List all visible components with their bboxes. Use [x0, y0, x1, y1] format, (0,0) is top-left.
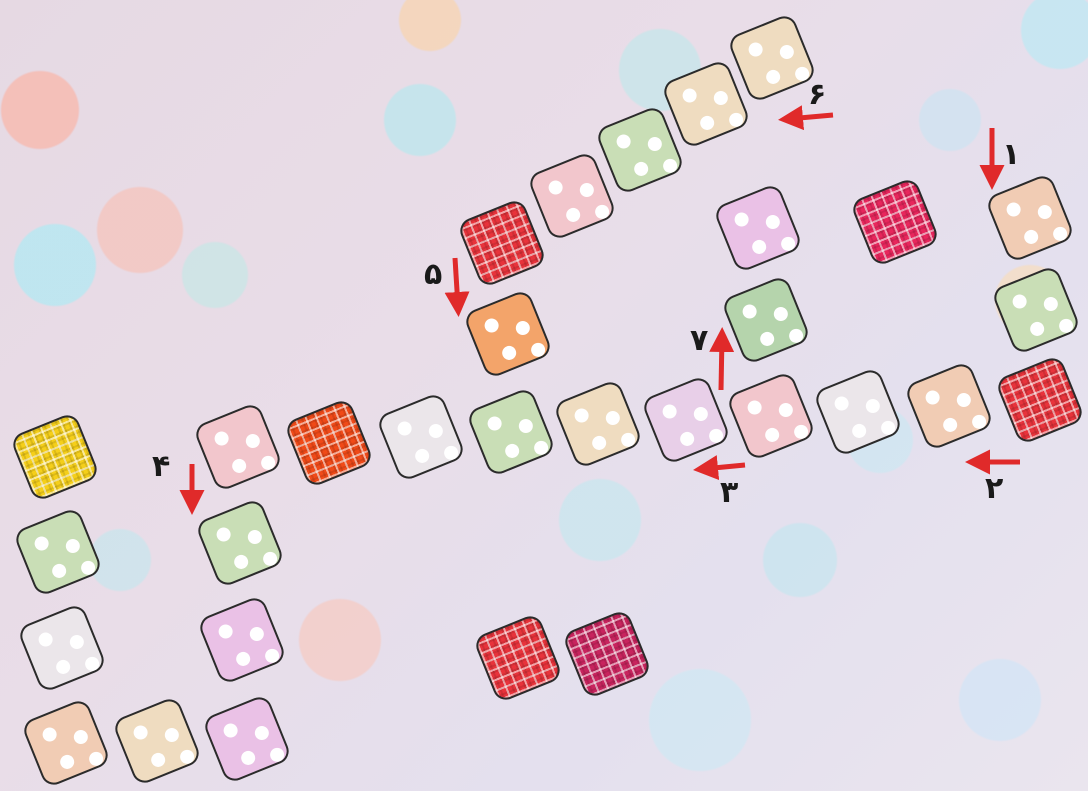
- arrow-7: [721, 337, 722, 390]
- arrow-5: [455, 258, 458, 307]
- marker-label-3: ۳: [720, 478, 738, 508]
- arrow-3: [703, 465, 745, 469]
- marker-label-4: ۴: [152, 452, 170, 482]
- marker-label-2: ۲: [985, 474, 1003, 504]
- marker-label-5: ۵: [424, 260, 442, 290]
- arrow-6: [788, 115, 833, 119]
- marker-label-1: ۱: [1002, 140, 1020, 170]
- marker-label-7: ۷: [690, 326, 708, 356]
- marker-label-6: ۶: [808, 80, 826, 110]
